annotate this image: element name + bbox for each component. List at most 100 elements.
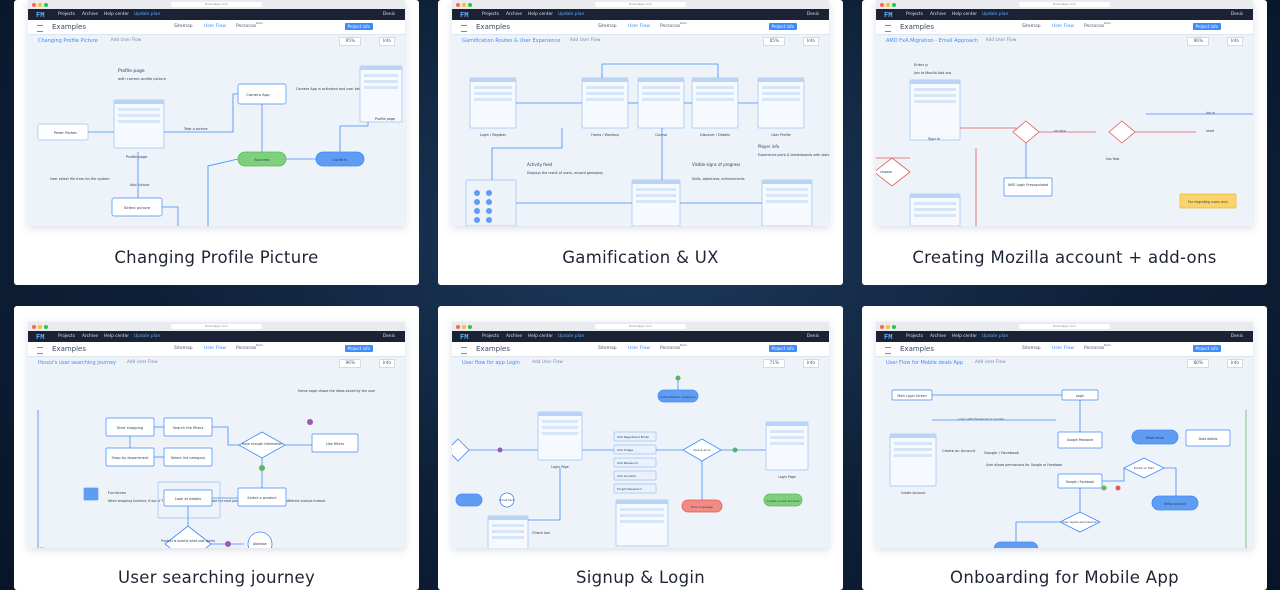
node-label: AMO Login Prepopulated [1008, 183, 1049, 187]
connector [162, 206, 179, 226]
node-label: Course [655, 133, 667, 137]
node-label: Error message [691, 505, 713, 509]
screen-line [636, 194, 676, 197]
field-e [613, 457, 657, 468]
flow-screenshot[interactable]: flowmapp.com FM Projects Archive Help ce… [28, 0, 405, 226]
hamburger-icon [37, 346, 43, 354]
zoom-level: 65% [763, 37, 785, 46]
node-label: Setup account [1164, 502, 1187, 506]
add-user-flow: Add User Flow [569, 38, 601, 43]
screen-line [766, 200, 808, 203]
hamburger-icon [461, 346, 467, 354]
node-label: Use filters [326, 442, 344, 446]
create-pill [455, 493, 483, 507]
connector [601, 63, 719, 78]
node-label: Camera App [246, 92, 270, 97]
info-button: Info [1226, 359, 1243, 368]
flowmapp-logo: FM [460, 333, 469, 341]
screen-header [632, 180, 680, 184]
reset-pill [1131, 429, 1179, 445]
tab-personas: Personas [1084, 346, 1105, 351]
screen-line [696, 86, 734, 89]
user-menu: Denis [806, 11, 819, 17]
nav-archive: Archive [930, 333, 947, 339]
flowmapp-logo: FM [36, 11, 45, 19]
connector [207, 158, 239, 226]
info-button: Info [378, 37, 395, 46]
example-card-3[interactable]: flowmapp.com FM Projects Archive Help ce… [862, 0, 1267, 285]
project-bar: Examples Sitemap User Flow Personas Proj… [876, 342, 1253, 357]
add-user-flow: Add User Flow [532, 360, 563, 365]
screen-header [910, 80, 960, 84]
node-label: Create an Account [942, 449, 976, 453]
flowmapp-logo: FM [36, 333, 45, 341]
node-label: Reset email [1146, 436, 1164, 440]
flow-screenshot[interactable]: flowmapp.com FM Projects Archive Help ce… [28, 322, 405, 548]
add-user-flow: Add User Flow [985, 38, 1017, 43]
flow-screenshot[interactable]: flowmapp.com FM Projects Archive Help ce… [452, 322, 829, 548]
screen-line [762, 92, 800, 95]
note-label: with current profile picture [118, 77, 167, 81]
flow-screenshot[interactable]: flowmapp.com FM Projects Archive Help ce… [876, 322, 1253, 548]
add-user-flow: Add User Flow [110, 38, 142, 43]
zoom-level: 71% [763, 359, 785, 368]
flow-bar: User Flow for Mobile deals App Add User … [876, 356, 1253, 370]
screen-line [770, 436, 804, 439]
profile-screen [113, 99, 165, 149]
project-bar: Examples Sitemap User Flow Personas Proj… [452, 20, 829, 35]
flow-screenshot[interactable]: flowmapp.com FM Projects Archive Help ce… [876, 0, 1253, 226]
nav-update-plan: Update plan [134, 333, 161, 339]
screen-line [542, 426, 578, 429]
example-card-1[interactable]: flowmapp.com FM Projects Archive Help ce… [14, 0, 419, 285]
project-info-button: Project info [344, 23, 373, 30]
screen-line [894, 448, 932, 451]
tab-sitemap: Sitemap [174, 24, 193, 29]
screen-line [586, 98, 624, 101]
node-label: Confirm [333, 157, 348, 162]
screen-header [582, 78, 628, 82]
avatar-icon [474, 217, 480, 223]
url-bar: flowmapp.com [595, 2, 686, 7]
nav-archive: Archive [506, 333, 523, 339]
example-card-5[interactable]: flowmapp.com FM Projects Archive Help ce… [438, 306, 843, 590]
decision-email [1123, 457, 1165, 479]
node-label: log in [1206, 111, 1215, 115]
app-topnav: FM Projects Archive Help center Update p… [876, 9, 1253, 20]
flow-bar: User flow for app Login Add User Flow 71… [452, 356, 829, 370]
node-label: Activity feed [527, 162, 553, 167]
node-label: Google Password [1067, 438, 1093, 442]
screen-header [910, 194, 960, 198]
flow-screenshot[interactable]: flowmapp.com FM Projects Archive Help ce… [452, 0, 829, 226]
example-card-6[interactable]: flowmapp.com FM Projects Archive Help ce… [862, 306, 1267, 590]
workspace-title: Examples [476, 23, 511, 31]
add-user-flow: Add User Flow [127, 360, 158, 365]
screen-header [470, 78, 516, 82]
url-bar: flowmapp.com [1019, 2, 1110, 7]
app-topnav: FM Projects Archive Help center Update p… [28, 9, 405, 20]
screen-line [620, 520, 664, 523]
node-label: Skills, objectives, achievements [692, 177, 745, 181]
connector [1102, 468, 1125, 482]
node-label: Home page shows the ideas saved by the u… [298, 389, 376, 393]
success-pill [763, 493, 803, 507]
example-card-2[interactable]: flowmapp.com FM Projects Archive Help ce… [438, 0, 843, 285]
hamburger-icon [461, 24, 467, 32]
screen-line [474, 86, 512, 89]
card-caption: User searching journey [117, 568, 316, 587]
node-label: Enter p [914, 62, 928, 67]
screen-header [488, 516, 528, 520]
connector [212, 426, 239, 446]
nav-projects: Projects [58, 333, 75, 339]
node-label: Forgot Password [617, 487, 642, 491]
example-card-4[interactable]: flowmapp.com FM Projects Archive Help ce… [14, 306, 419, 590]
project-bar: Examples Sitemap User Flow Personas Proj… [452, 342, 829, 357]
connector-dot [307, 419, 313, 425]
screen-line [914, 202, 956, 205]
zoom-level: 96% [1187, 37, 1209, 46]
flow-bar: Gamification Routes & User Experience Ad… [452, 34, 829, 48]
screen-header [538, 412, 582, 416]
tab-sitemap: Sitemap [1022, 346, 1041, 351]
tab-personas: Personas [660, 346, 681, 351]
connector [164, 93, 238, 133]
